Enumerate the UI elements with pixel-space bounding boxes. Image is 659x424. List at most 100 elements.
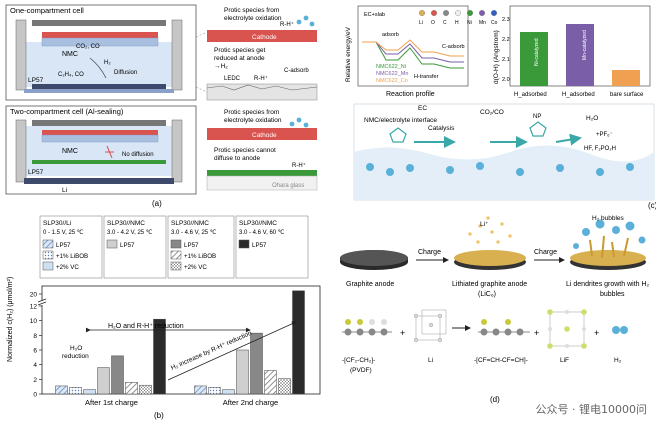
xcat-1: After 2nd charge xyxy=(223,398,278,407)
element-label-3: H xyxy=(455,20,459,26)
co2co-label: CO₂/CO xyxy=(480,109,504,116)
top-cap xyxy=(32,20,166,26)
dendrite-label-2: bubbles xyxy=(600,291,625,298)
surface-atoms xyxy=(366,162,634,176)
panel-a-cell-schematic: One-compartment cell NMC CO₂, CO H₂ Diff… xyxy=(2,2,324,210)
top-reduced-line1: Protic species get xyxy=(214,47,265,54)
bottom-cannot-line1: Protic species cannot xyxy=(214,147,276,154)
bottom-zoom-cathode-label: Cathode xyxy=(252,132,277,139)
energy-profile-ylabel: Relative energy/eV xyxy=(345,26,352,82)
panel-d-dendrite: Graphite anode Charge Li⁺ Lithiated grap… xyxy=(330,212,656,422)
legend-co: NMC622_Co xyxy=(376,78,408,84)
lif-lattice xyxy=(547,309,587,349)
label-htransfer: H-transfer xyxy=(414,74,439,80)
top-zoom-cathode xyxy=(207,30,317,42)
ytick-1: 2 xyxy=(33,377,37,384)
legend-swatch-2-0 xyxy=(170,239,182,249)
chart-ylabel: Normalized c(H₂) (μmol/m²) xyxy=(7,277,14,362)
top-ledc-label: LEDC xyxy=(224,76,241,82)
top-cell-title: One-compartment cell xyxy=(10,6,84,15)
legend-title2-3: 3.0 - 4.6 V, 60 ℃ xyxy=(239,230,285,236)
bar-ylabel: d(O-H) (Angstrom) xyxy=(493,30,500,84)
legend-item-0-0: LP57 xyxy=(56,242,71,249)
li-lattice xyxy=(413,309,447,343)
lif-label: LiF xyxy=(560,357,569,364)
top-diffusion-label: Diffusion xyxy=(114,70,137,76)
legend-swatch-1-0 xyxy=(106,239,118,249)
bottom-nodiffusion-label: No diffusion xyxy=(122,152,154,158)
bottom-li-layer xyxy=(24,178,174,184)
top-slp30-layer xyxy=(24,89,174,93)
legend-title2-1: 3.0 - 4.2 V, 25 ℃ xyxy=(107,230,153,236)
li-plus-label: Li⁺ xyxy=(480,221,489,228)
element-dot-2 xyxy=(443,10,449,16)
dendrite-disc xyxy=(570,250,646,266)
bottom-protic-line2: electrolyte oxidation xyxy=(224,117,282,124)
h2-molecule xyxy=(612,326,628,334)
watermark: 公众号 · 锂电10000问 xyxy=(531,400,651,418)
element-label-0: Li xyxy=(419,20,423,26)
element-dot-3 xyxy=(455,10,461,16)
bottom-nmc-label: NMC xyxy=(62,148,78,155)
element-label-2: C xyxy=(443,20,447,26)
legend-title2-2: 3.0 - 4.6 V, 25 ℃ xyxy=(171,230,217,236)
catalysis-label: Catalysis xyxy=(428,125,455,132)
bar-xlabel-1: H_adsorbed xyxy=(562,92,595,98)
annot-h2o: H₂O xyxy=(70,345,82,352)
bar-ytick-3: 2.3 xyxy=(502,17,510,23)
top-co2-label: CO₂, CO xyxy=(76,44,100,50)
legend-item-2-2: +2% VC xyxy=(184,264,207,271)
bottom-cannot-line2: diffuse to anode xyxy=(214,155,261,162)
legend-swatch-0-1 xyxy=(42,250,54,260)
panel-d-label: (d) xyxy=(490,395,500,404)
bar-ytick-0: 2.0 xyxy=(502,77,510,83)
legend-swatch-0-2 xyxy=(42,261,54,271)
label-adsorb: adsorb xyxy=(382,32,399,38)
bar-0-1 xyxy=(69,387,82,395)
xcat-0: After 1st charge xyxy=(85,398,138,407)
legend-item-3-0: LP57 xyxy=(252,242,267,249)
h2-label: H₂ xyxy=(614,357,622,364)
bottom-zoom: Protic species from electrolyte oxidatio… xyxy=(206,109,318,191)
h2-bubbles-label: H₂ bubbles xyxy=(592,215,625,222)
pvdf-molecule xyxy=(342,319,392,336)
bar-ni xyxy=(520,32,548,86)
legend-swatch-2-2 xyxy=(170,261,182,271)
panel-d-svg: Graphite anode Charge Li⁺ Lithiated grap… xyxy=(340,215,650,404)
bar-0-0 xyxy=(55,385,68,395)
element-label-4: Ni xyxy=(467,20,472,26)
panel-b-label: (b) xyxy=(154,411,164,420)
bottom-protic-line1: Protic species from xyxy=(224,109,279,116)
top-zoom-cathode-label: Cathode xyxy=(252,34,277,41)
bar-ni-inner: Ni-catalyzed xyxy=(534,38,540,66)
annot-reduction: reduction xyxy=(62,353,89,360)
element-dot-5 xyxy=(479,10,485,16)
pvdf-formula: -[CF₂-CH₂]- xyxy=(342,357,375,364)
lithiated-disc xyxy=(454,250,526,266)
bar-0-6 xyxy=(139,384,152,395)
li-metal-label: Li xyxy=(428,357,433,364)
ytick-3: 6 xyxy=(33,348,37,355)
ytick-5: 10 xyxy=(30,318,38,325)
graphite-label: Graphite anode xyxy=(346,281,394,288)
energy-profile-xlabel: Reaction profile xyxy=(386,91,435,98)
bar-1-4 xyxy=(250,332,263,395)
legend-item-0-1: +1% LiBOB xyxy=(56,253,88,260)
pvdf-name: (PVDF) xyxy=(350,367,372,374)
top-anode-layer xyxy=(32,84,166,89)
chart-bars: After 1st charge After 2nd charge xyxy=(55,290,305,407)
np-label: NP xyxy=(533,114,541,120)
top-nmc-label: NMC xyxy=(62,51,78,58)
bar-1-5 xyxy=(264,370,277,395)
bottom-li-label: Li xyxy=(62,187,67,194)
top-slp30-label: SLP30 xyxy=(60,94,79,100)
panel-a-label: (a) xyxy=(152,199,162,208)
element-dot-4 xyxy=(467,10,473,16)
legend-mn: NMC622_Mn xyxy=(376,71,408,77)
hf-label: HF, F₂PO₂H xyxy=(584,146,616,152)
ytick-6: 12 xyxy=(30,304,38,311)
h2o-label: H₂O xyxy=(586,115,598,122)
